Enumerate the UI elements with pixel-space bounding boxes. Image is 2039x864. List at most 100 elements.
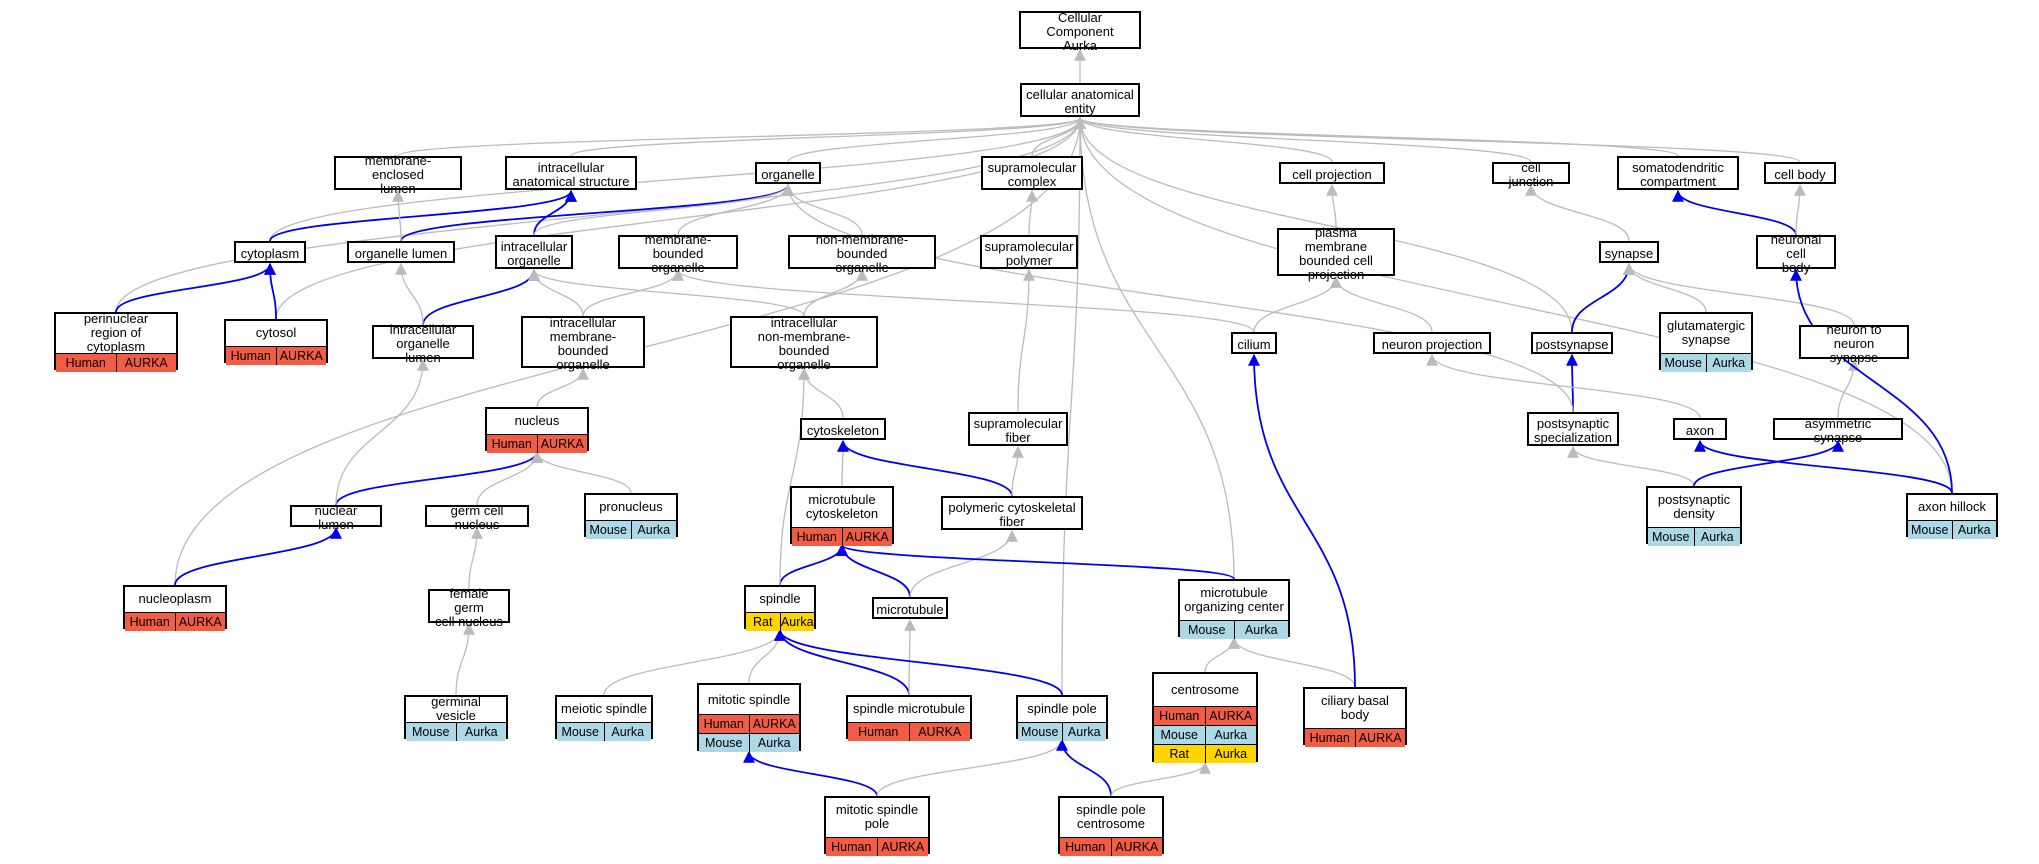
node-postsynapse[interactable]: postsynapse xyxy=(1531,332,1613,354)
node-organelle[interactable]: organelle xyxy=(755,162,821,184)
node-label: asymmetric synapse xyxy=(1804,416,1872,445)
node-label: postsynaptic density xyxy=(1657,492,1731,522)
node-cc-root[interactable]: Cellular Component Aurka xyxy=(1019,10,1141,53)
edge-is-a-microtubule-to-polycyto xyxy=(909,529,1018,598)
node-supcomplex[interactable]: supramolecular complex xyxy=(981,156,1083,190)
node-nmborg[interactable]: non-membrane-bounded organelle xyxy=(788,233,936,275)
gene-cell: AURKA xyxy=(275,346,326,365)
edge-is-a-centrosome-to-mtoc xyxy=(1204,636,1240,673)
node-postspec[interactable]: postsynaptic specialization xyxy=(1527,412,1619,446)
edge-is-a-mtcyto-to-cytoskeleton xyxy=(836,439,849,487)
species-cell: Mouse xyxy=(1661,353,1706,372)
node-neuproj[interactable]: neuron projection xyxy=(1373,332,1491,354)
gene-cell: AURKA xyxy=(748,715,799,733)
node-label: ciliary basal body xyxy=(1321,693,1389,723)
edge-part-of-ncb-to-somato xyxy=(1672,189,1797,236)
node-germnuc[interactable]: germ cell nucleus xyxy=(425,504,529,532)
node-synapse[interactable]: synapse xyxy=(1599,241,1659,263)
node-axon[interactable]: axon xyxy=(1673,418,1727,440)
edge-part-of-icorg-to-ias xyxy=(533,189,577,236)
node-somato[interactable]: somatodendritic compartment xyxy=(1617,156,1739,190)
edge-is-a-axon-to-neuproj xyxy=(1426,353,1701,419)
node-femgerm[interactable]: female germ cell nucleus xyxy=(428,586,510,629)
node-microtubule[interactable]: microtubule xyxy=(872,597,948,619)
node-cae[interactable]: cellular anatomical entity xyxy=(1020,83,1140,117)
node-asymsyn[interactable]: asymmetric synapse xyxy=(1773,416,1903,445)
edge-is-a-postdensity-to-postspec xyxy=(1567,445,1695,487)
edge-part-of-spindle-to-mtcyto xyxy=(779,543,848,586)
edge-part-of-sppolecentro-to-sppole xyxy=(1056,738,1112,797)
node-orglumen[interactable]: organelle lumen xyxy=(347,241,455,263)
node-pmbcp[interactable]: plasma membrane bounded cell projection xyxy=(1277,226,1395,282)
node-polycyto[interactable]: polymeric cytoskeletal fiber xyxy=(941,496,1083,530)
edge-part-of-postdensity-to-asymsyn xyxy=(1693,439,1844,487)
gene-cell: Aurka xyxy=(1204,744,1256,763)
node-label: somatodendritic compartment xyxy=(1632,160,1724,189)
gene-cell: AURKA xyxy=(1110,837,1162,856)
edge-is-a-cilium-to-mborg xyxy=(672,268,1255,333)
node-cytoskeleton[interactable]: cytoskeleton xyxy=(800,418,886,440)
node-supfiber[interactable]: supramolecular fiber xyxy=(968,412,1068,446)
node-label: microtubule xyxy=(876,602,944,617)
species-cell: Mouse xyxy=(699,734,749,752)
node-mborg[interactable]: membrane-bounded organelle xyxy=(618,233,738,275)
edge-is-a-cellbody-to-cae xyxy=(1074,116,1801,163)
species-cell: Human xyxy=(487,434,537,453)
edge-is-a-pronucleus-to-nucleus xyxy=(531,450,632,494)
node-cellbody[interactable]: cell body xyxy=(1764,162,1836,184)
node-n2n[interactable]: neuron to neuron synapse xyxy=(1799,323,1909,365)
edge-part-of-orglumen-to-organelle xyxy=(400,183,794,242)
node-label: synapse xyxy=(1604,246,1654,261)
node-label: organelle lumen xyxy=(354,246,448,261)
node-label: female germ cell nucleus xyxy=(435,586,503,629)
edge-is-a-icmbo-to-icorg xyxy=(528,268,584,317)
node-ncb[interactable]: neuronal cell body xyxy=(1756,233,1836,275)
node-label: microtubule organizing center xyxy=(1184,585,1284,615)
node-ias[interactable]: intracellular anatomical structure xyxy=(505,156,637,190)
node-label: intracellular organelle lumen xyxy=(389,322,457,365)
node-cilium[interactable]: cilium xyxy=(1231,332,1277,354)
node-mel[interactable]: membrane-enclosed lumen xyxy=(334,153,462,196)
edge-is-a-femgerm-to-germnuc xyxy=(468,526,483,590)
species-cell: Human xyxy=(792,527,842,546)
gene-cell: AURKA xyxy=(174,612,225,631)
species-cell: Mouse xyxy=(1180,620,1234,639)
edge-part-of-mtoc-to-mtcyto xyxy=(836,543,1235,580)
edge-part-of-postspec-to-postsynapse xyxy=(1566,353,1579,413)
edge-is-a-ciliary-to-mtoc xyxy=(1228,636,1356,688)
node-nuclumen[interactable]: nuclear lumen xyxy=(290,504,382,532)
node-icorg[interactable]: intracellular organelle xyxy=(495,235,573,269)
node-icmbo[interactable]: intracellular membrane-bounded organelle xyxy=(521,316,645,372)
node-cytoplasm[interactable]: cytoplasm xyxy=(234,241,306,263)
edge-is-a-germves-to-femgerm xyxy=(455,622,475,696)
node-label: membrane-enclosed lumen xyxy=(364,153,432,196)
node-cellproj[interactable]: cell projection xyxy=(1279,162,1385,184)
node-label: Cellular Component Aurka xyxy=(1046,10,1114,53)
node-celljunc[interactable]: cell junction xyxy=(1492,161,1570,189)
node-icol[interactable]: intracellular organelle lumen xyxy=(372,322,474,365)
node-icnmbo[interactable]: intracellular non-membrane-bounded organ… xyxy=(730,316,878,372)
node-suppoly[interactable]: supramolecular polymer xyxy=(980,235,1078,269)
node-label: nucleoplasm xyxy=(138,591,212,607)
